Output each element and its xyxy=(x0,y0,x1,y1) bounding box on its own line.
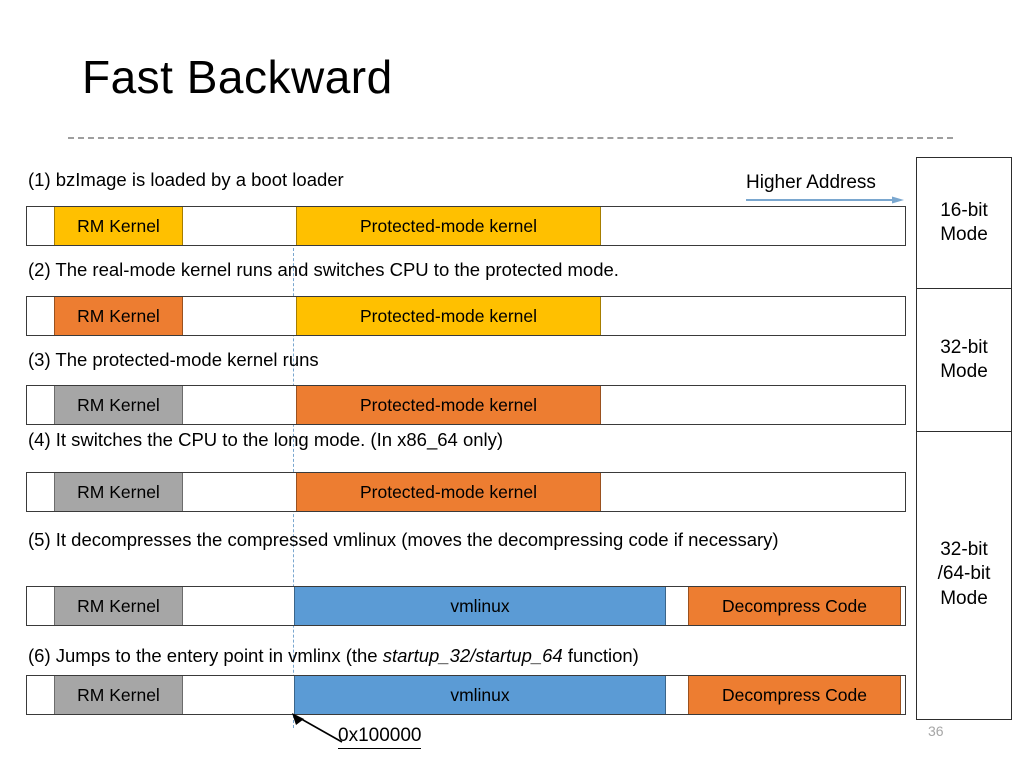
segment-protected-mode-kernel: Protected-mode kernel xyxy=(296,386,601,424)
step-caption-2: (2) The real-mode kernel runs and switch… xyxy=(28,259,619,280)
higher-address-label: Higher Address xyxy=(746,172,876,193)
mode-16-line1: 16-bit xyxy=(940,199,988,221)
segment-decompress-code: Decompress Code xyxy=(688,587,901,625)
page-number: 36 xyxy=(928,723,944,739)
step-caption-4: (4) It switches the CPU to the long mode… xyxy=(28,429,504,450)
memory-bar-1: RM Kernel Protected-mode kernel xyxy=(26,206,906,246)
address-callout-arrow-icon xyxy=(292,713,343,743)
mode-32-line1: 32-bit xyxy=(940,336,988,358)
memory-bar-3: RM Kernel Protected-mode kernel xyxy=(26,385,906,425)
page-title: Fast Backward xyxy=(82,51,393,103)
title-divider xyxy=(68,137,953,139)
segment-rm-kernel: RM Kernel xyxy=(54,587,183,625)
segment-rm-kernel: RM Kernel xyxy=(54,676,183,714)
memory-bar-2: RM Kernel Protected-mode kernel xyxy=(26,296,906,336)
mode-3264-line1: 32-bit xyxy=(940,539,988,561)
step-caption-6: (6) Jumps to the entery point in vmlinx … xyxy=(28,644,639,669)
segment-rm-kernel: RM Kernel xyxy=(54,297,183,335)
mode-cell-16-bit: 16-bit Mode xyxy=(917,158,1011,289)
segment-protected-mode-kernel: Protected-mode kernel xyxy=(296,207,601,245)
mode-cell-32-bit: 32-bit Mode xyxy=(917,289,1011,432)
address-marker-label: 0x100000 xyxy=(338,725,422,749)
segment-vmlinux: vmlinux xyxy=(294,587,666,625)
segment-decompress-code: Decompress Code xyxy=(688,676,901,714)
segment-rm-kernel: RM Kernel xyxy=(54,473,183,511)
memory-bar-5: RM Kernel vmlinux Decompress Code xyxy=(26,586,906,626)
mode-3264-line2: /64-bit xyxy=(937,563,991,585)
mode-32-line2: Mode xyxy=(940,361,988,382)
step-6-text-after: function) xyxy=(562,645,639,666)
memory-bar-4: RM Kernel Protected-mode kernel xyxy=(26,472,906,512)
segment-rm-kernel: RM Kernel xyxy=(54,386,183,424)
segment-vmlinux: vmlinux xyxy=(294,676,666,714)
mode-16-line2: Mode xyxy=(940,224,988,245)
memory-bar-6: RM Kernel vmlinux Decompress Code xyxy=(26,675,906,715)
segment-protected-mode-kernel: Protected-mode kernel xyxy=(296,473,601,511)
step-caption-3: (3) The protected-mode kernel runs xyxy=(28,349,319,370)
step-6-text-before: (6) Jumps to the entery point in vmlinx … xyxy=(28,645,383,666)
mode-cell-32-64-bit: 32-bit /64-bit Mode xyxy=(917,432,1011,717)
higher-address-arrow-icon xyxy=(746,196,904,204)
step-6-emphasis: startup_32/startup_64 xyxy=(382,645,563,666)
mode-3264-line3: Mode xyxy=(940,587,988,609)
segment-rm-kernel: RM Kernel xyxy=(54,207,183,245)
step-caption-5: (5) It decompresses the compressed vmlin… xyxy=(28,529,779,550)
segment-protected-mode-kernel: Protected-mode kernel xyxy=(296,297,601,335)
cpu-mode-column: 16-bit Mode 32-bit Mode 32-bit /64-bit M… xyxy=(916,157,1012,720)
step-caption-1: (1) bzImage is loaded by a boot loader xyxy=(28,169,344,190)
